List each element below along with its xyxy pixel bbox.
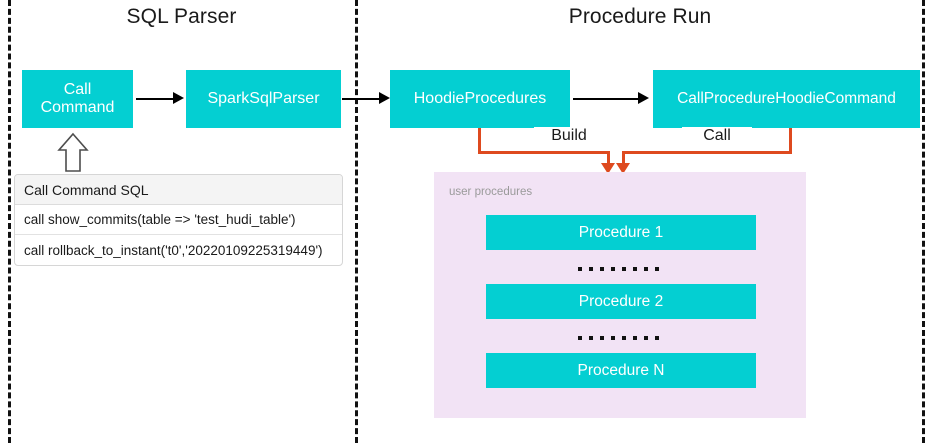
ellipsis-dots-2: [578, 336, 659, 340]
procedure-box-1[interactable]: Procedure 1: [486, 215, 756, 250]
call-connector-arrow-head: [616, 163, 630, 174]
node-call-command-line1: Call: [63, 80, 92, 98]
section-title-sql-parser: SQL Parser: [126, 5, 237, 28]
build-connector-arrow-head: [601, 163, 615, 174]
call-connector-horizontal: [622, 151, 792, 154]
call-command-sql-table: Call Command SQL call show_commits(table…: [14, 174, 343, 266]
call-command-sql-table-row-2: call rollback_to_instant('t0','202201092…: [24, 242, 323, 258]
node-spark-sql-parser[interactable]: SparkSqlParser: [186, 70, 341, 128]
divider-right: [922, 0, 925, 443]
call-command-sql-table-row-1: call show_commits(table => 'test_hudi_ta…: [15, 205, 342, 235]
edge-label-build: Build: [534, 127, 604, 145]
arrow-hoodie-procedures-to-call-procedure-line: [573, 98, 639, 100]
arrow-call-command-to-spark-sql-parser-head: [173, 92, 184, 104]
node-call-command[interactable]: Call Command: [22, 70, 133, 128]
user-procedures-panel-label: user procedures: [449, 186, 533, 198]
build-connector-horizontal: [478, 151, 610, 154]
user-procedures-panel: user procedures Procedure 1 Procedure 2 …: [434, 172, 806, 418]
divider-middle: [355, 0, 358, 443]
arrow-spark-sql-parser-to-hoodie-procedures-line-right: [358, 98, 382, 100]
node-call-command-line2: Command: [40, 99, 115, 116]
procedure-box-2[interactable]: Procedure 2: [486, 284, 756, 319]
edge-label-call: Call: [682, 127, 752, 145]
ellipsis-dots-1: [578, 267, 659, 271]
node-hoodie-procedures[interactable]: HoodieProcedures: [390, 70, 570, 128]
node-call-procedure-hoodie-command[interactable]: CallProcedureHoodieCommand: [653, 70, 920, 128]
call-connector-vertical-to-arrow: [622, 151, 625, 167]
arrow-call-command-to-spark-sql-parser-line: [136, 98, 174, 100]
arrow-spark-sql-parser-to-hoodie-procedures-head: [379, 92, 390, 104]
divider-left: [8, 0, 11, 443]
block-up-arrow-icon: [53, 129, 93, 173]
build-connector-vertical-from-node: [478, 128, 481, 154]
call-command-sql-table-header: Call Command SQL: [15, 175, 342, 205]
section-title-procedure-run: Procedure Run: [568, 5, 712, 28]
procedure-box-n[interactable]: Procedure N: [486, 353, 756, 388]
build-connector-vertical-to-arrow: [607, 151, 610, 167]
arrow-hoodie-procedures-to-call-procedure-head: [638, 92, 649, 104]
call-connector-vertical-from-node: [789, 128, 792, 154]
